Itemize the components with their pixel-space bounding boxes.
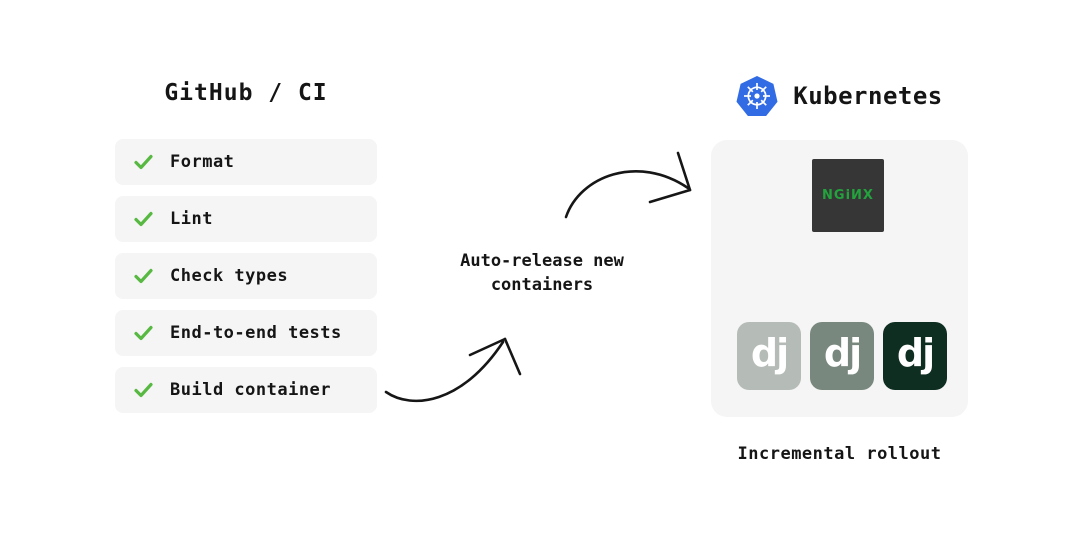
check-icon xyxy=(134,325,153,341)
kubernetes-title: Kubernetes xyxy=(793,82,943,110)
django-logo-label: dj xyxy=(750,331,789,375)
nginx-container: NGiИX xyxy=(812,159,884,232)
checklist-item-label: Check types xyxy=(170,266,289,286)
check-icon xyxy=(134,268,153,284)
django-pod-list: dj dj dj xyxy=(737,322,947,390)
checklist-item-check-types: Check types xyxy=(115,253,377,299)
github-ci-title: GitHub / CI xyxy=(164,80,328,106)
check-icon xyxy=(134,382,153,398)
checklist-item-label: Format xyxy=(170,152,235,172)
checklist-item-label: Lint xyxy=(170,209,213,229)
nginx-logo-label: NGiИX xyxy=(822,188,874,203)
kubernetes-header: Kubernetes xyxy=(711,73,968,119)
kubernetes-logo-icon xyxy=(736,76,778,116)
check-icon xyxy=(134,211,153,227)
checklist-item-lint: Lint xyxy=(115,196,377,242)
django-logo-label: dj xyxy=(823,331,862,375)
django-pod-old: dj xyxy=(737,322,801,390)
checklist-item-label: Build container xyxy=(170,380,332,400)
django-pod-new: dj xyxy=(883,322,947,390)
django-logo-label: dj xyxy=(896,331,935,375)
django-pod-updating: dj xyxy=(810,322,874,390)
arrow-to-kubernetes-icon xyxy=(564,151,692,219)
arrow-from-build-icon xyxy=(384,337,522,403)
check-icon xyxy=(134,154,153,170)
checklist-item-build-container: Build container xyxy=(115,367,377,413)
checklist-item-format: Format xyxy=(115,139,377,185)
checklist-item-e2e-tests: End-to-end tests xyxy=(115,310,377,356)
auto-release-caption: Auto-release new containers xyxy=(460,251,624,295)
checklist-item-label: End-to-end tests xyxy=(170,323,342,343)
incremental-rollout-caption: Incremental rollout xyxy=(737,444,942,464)
ci-checklist: Format Lint Check types End-to-end tests… xyxy=(115,139,377,413)
